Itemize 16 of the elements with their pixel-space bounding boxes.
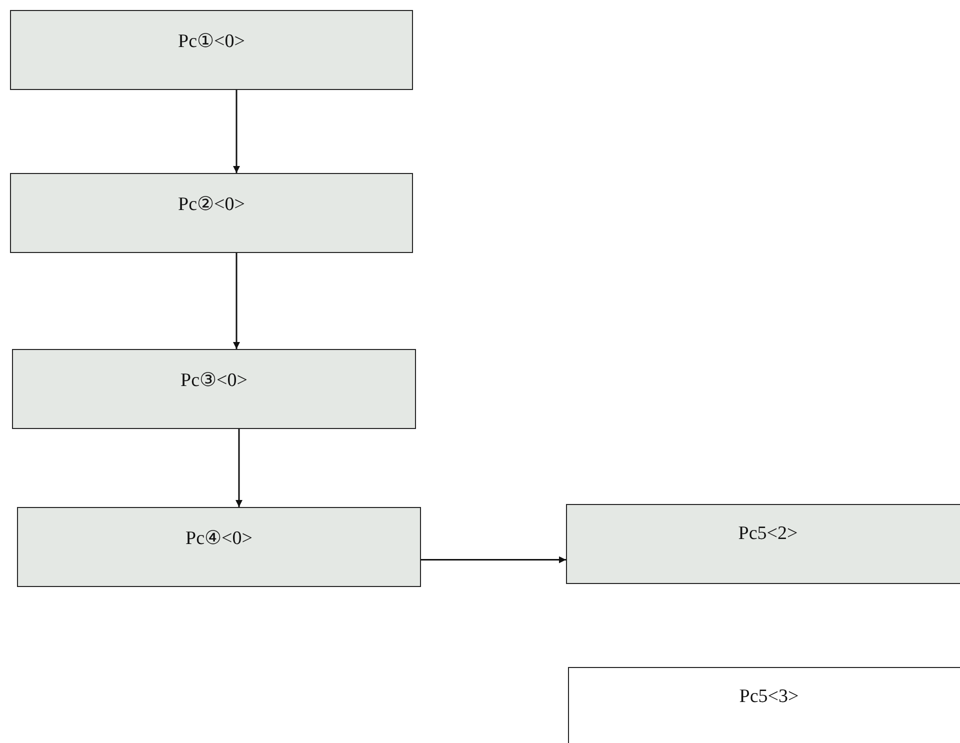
box-label: Pc5<3> — [739, 686, 799, 708]
process-box — [10, 173, 413, 253]
process-box — [17, 507, 421, 587]
box-label: Pc5<2> — [738, 523, 798, 545]
process-box — [10, 10, 413, 90]
box-label: Pc①<0> — [178, 30, 245, 53]
process-box — [566, 504, 960, 584]
box-label: Pc②<0> — [178, 193, 245, 216]
process-box — [568, 667, 960, 743]
box-label: Pc③<0> — [180, 369, 248, 392]
arrow — [233, 253, 240, 349]
arrow — [421, 556, 566, 564]
box-label: Pc④<0> — [186, 527, 252, 550]
arrow — [233, 90, 240, 173]
process-box — [12, 349, 416, 429]
arrow — [236, 429, 242, 507]
